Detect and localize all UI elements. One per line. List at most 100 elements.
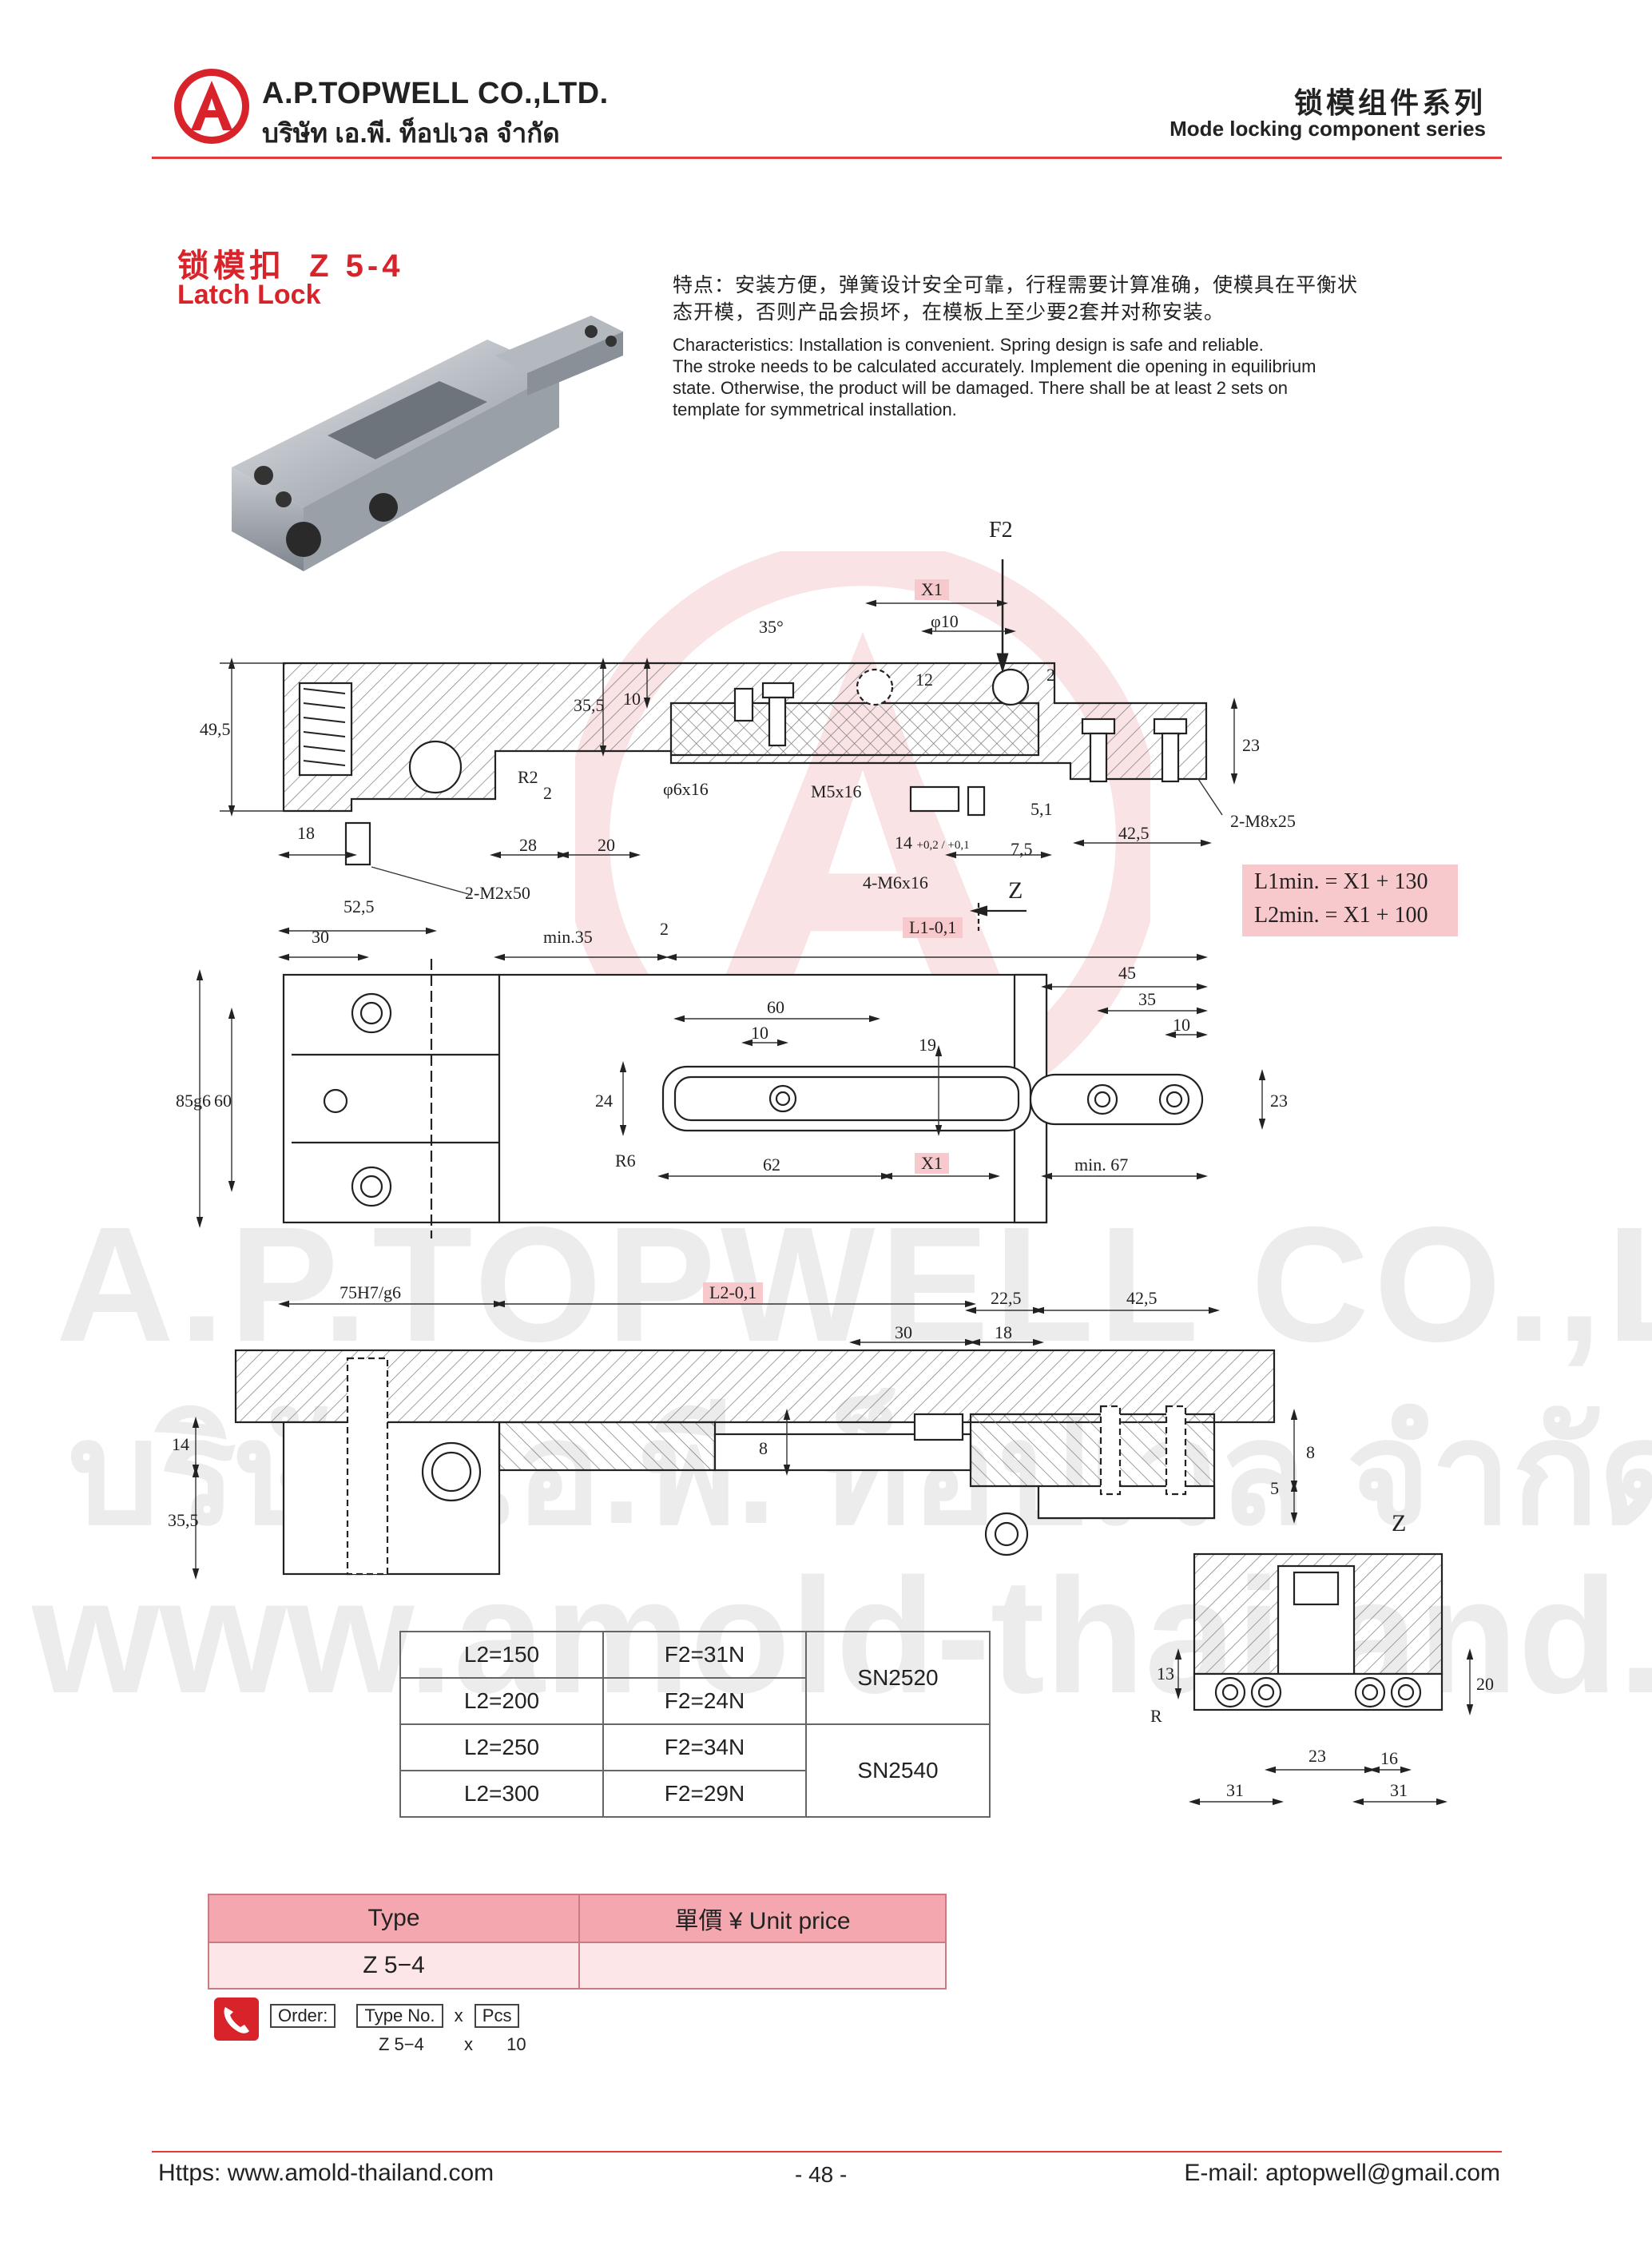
dim-2-m8x25: 2-M8x25: [1230, 811, 1296, 831]
side-section-dim-lines: [220, 599, 1238, 896]
spring-spec-table: L2=150 F2=31N SN2520 L2=200 F2=24N L2=25…: [399, 1631, 991, 1818]
price-type: Z 5−4: [208, 1942, 580, 1990]
product-code: Z 5-4: [309, 248, 404, 284]
series-title-cn: 锁模组件系列: [1293, 86, 1486, 119]
dim-10b: 10: [1173, 1015, 1190, 1035]
dim-23b: 23: [1270, 1091, 1288, 1111]
dim-52-5: 52,5: [344, 896, 375, 916]
dim-24: 24: [595, 1091, 613, 1111]
dim-60b: 60: [214, 1091, 232, 1111]
order-label: Order:: [270, 2004, 336, 2028]
price-header-unit-price: 單價 ¥ Unit price: [578, 1894, 947, 1943]
description-en-line1: Characteristics: Installation is conveni…: [673, 335, 1264, 355]
dim-r6: R6: [615, 1151, 636, 1171]
description-cn-line1: 特点：安装方便，弹簧设计安全可靠，行程需要计算准确，使模具在平衡状: [673, 274, 1359, 296]
price-table: Type 單價 ¥ Unit price Z 5−4: [208, 1894, 947, 1990]
company-name-th: บริษัท เอ.พี. ท็อปเวล จำกัด: [262, 118, 560, 148]
plan-view-dim-lines: [196, 927, 1266, 1228]
dim-5: 5: [1270, 1478, 1279, 1498]
dim-22-5: 22,5: [991, 1288, 1022, 1308]
description-en-line4: template for symmetrical installation.: [673, 400, 957, 419]
logo: [172, 66, 252, 146]
dim-30b: 30: [895, 1322, 912, 1342]
order-example: Z 5−4 x 10: [379, 2034, 526, 2055]
dim-28: 28: [519, 835, 537, 855]
dim-x1: X1: [915, 579, 949, 600]
spec-l2: L2=150: [399, 1631, 604, 1679]
dim-min35: min.35: [543, 927, 593, 947]
product-title-cn: 锁模扣 Z 5-4: [177, 240, 403, 286]
dim-14-tolerance: +0,2 / +0,1: [916, 839, 970, 852]
description-en-line3: state. Otherwise, the product will be da…: [673, 378, 1289, 398]
page-number: - 48 -: [795, 2162, 848, 2187]
formula-l2: L2min. = X1 + 100: [1254, 903, 1428, 928]
dim-18b: 18: [995, 1322, 1012, 1342]
footer-email[interactable]: E-mail: aptopwell@gmail.com: [1184, 2160, 1500, 2186]
dim-62: 62: [763, 1155, 780, 1175]
z-section-dim-lines: [1174, 1648, 1474, 1806]
dim-30a: 30: [312, 927, 329, 947]
table-row: L2=200 F2=24N: [399, 1677, 990, 1725]
spec-spring: SN2540: [805, 1723, 991, 1818]
footer-url[interactable]: Https: www.amold-thailand.com: [158, 2160, 494, 2186]
dim-85g6: 85g6: [176, 1091, 211, 1111]
spec-f2: F2=29N: [602, 1770, 807, 1818]
dim-31a: 31: [1226, 1780, 1244, 1800]
dim-2a: 2: [1046, 665, 1055, 685]
spec-l2: L2=250: [399, 1723, 604, 1771]
order-example-pcs: 10: [506, 2034, 526, 2054]
dim-l2: L2-0,1: [703, 1282, 764, 1303]
price-value[interactable]: [578, 1942, 947, 1990]
dim-r2: R2: [518, 767, 538, 787]
dim-14b: 14: [172, 1434, 189, 1454]
footer-divider: [152, 2151, 1502, 2153]
dim-m5x16: M5x16: [811, 781, 862, 801]
dim-phi6x16: φ6x16: [663, 779, 709, 799]
assembly-dim-lines: [192, 1300, 1298, 1580]
dim-2-m2x50: 2-M2x50: [465, 883, 530, 903]
dim-19: 19: [919, 1035, 936, 1055]
product-photo: [216, 308, 631, 579]
dim-f2: F2: [989, 518, 1013, 543]
dim-10c: 10: [751, 1023, 768, 1043]
formula-box: [1242, 865, 1458, 936]
logo-icon: [174, 69, 249, 144]
dim-42-5a: 42,5: [1118, 823, 1150, 843]
dim-min67: min. 67: [1074, 1155, 1129, 1175]
dim-l1: L1-0,1: [903, 917, 963, 938]
dim-x1b: X1: [915, 1153, 949, 1174]
side-section-view: [282, 559, 1208, 931]
dim-23a: 23: [1242, 735, 1260, 755]
spec-f2: F2=34N: [602, 1723, 807, 1771]
dim-16: 16: [1380, 1748, 1398, 1768]
dim-14: 14 +0,2 / +0,1: [895, 833, 970, 853]
order-example-x: x: [464, 2034, 473, 2054]
header-divider: [152, 157, 1502, 159]
dim-2c: 2: [660, 919, 669, 939]
dim-z-section: Z: [1392, 1510, 1407, 1536]
description-cn: 特点：安装方便，弹簧设计安全可靠，行程需要计算准确，使模具在平衡状 态开模，否则…: [673, 272, 1358, 326]
product-name-cn: 锁模扣: [177, 248, 285, 284]
dim-angle-35: 35°: [759, 617, 784, 637]
formula-l1: L1min. = X1 + 130: [1254, 869, 1428, 894]
latch-lock-photo: [232, 316, 623, 571]
dim-20b: 20: [1476, 1674, 1494, 1694]
dim-42-5b: 42,5: [1126, 1288, 1158, 1308]
description-en-line2: The stroke needs to be calculated accura…: [673, 356, 1316, 376]
description-cn-line2: 态开模，否则产品会损坏，在模板上至少要2套并对称安装。: [673, 301, 1225, 324]
order-x: x: [454, 2005, 463, 2025]
product-title-en: Latch Lock: [177, 280, 321, 310]
dim-5-1: 5,1: [1031, 799, 1053, 819]
spec-l2: L2=300: [399, 1770, 604, 1818]
dim-7-5: 7,5: [1011, 839, 1033, 859]
price-header-type: Type: [208, 1894, 580, 1943]
spec-f2: F2=24N: [602, 1677, 807, 1725]
dim-4-m6x16: 4-M6x16: [863, 873, 928, 892]
spec-spring: SN2520: [805, 1631, 991, 1725]
dim-8b: 8: [1306, 1442, 1315, 1462]
table-row: Z 5−4: [208, 1942, 947, 1990]
dim-z-arrow: Z: [1008, 877, 1023, 904]
order-example-type: Z 5−4: [379, 2034, 424, 2054]
dim-20: 20: [598, 835, 615, 855]
